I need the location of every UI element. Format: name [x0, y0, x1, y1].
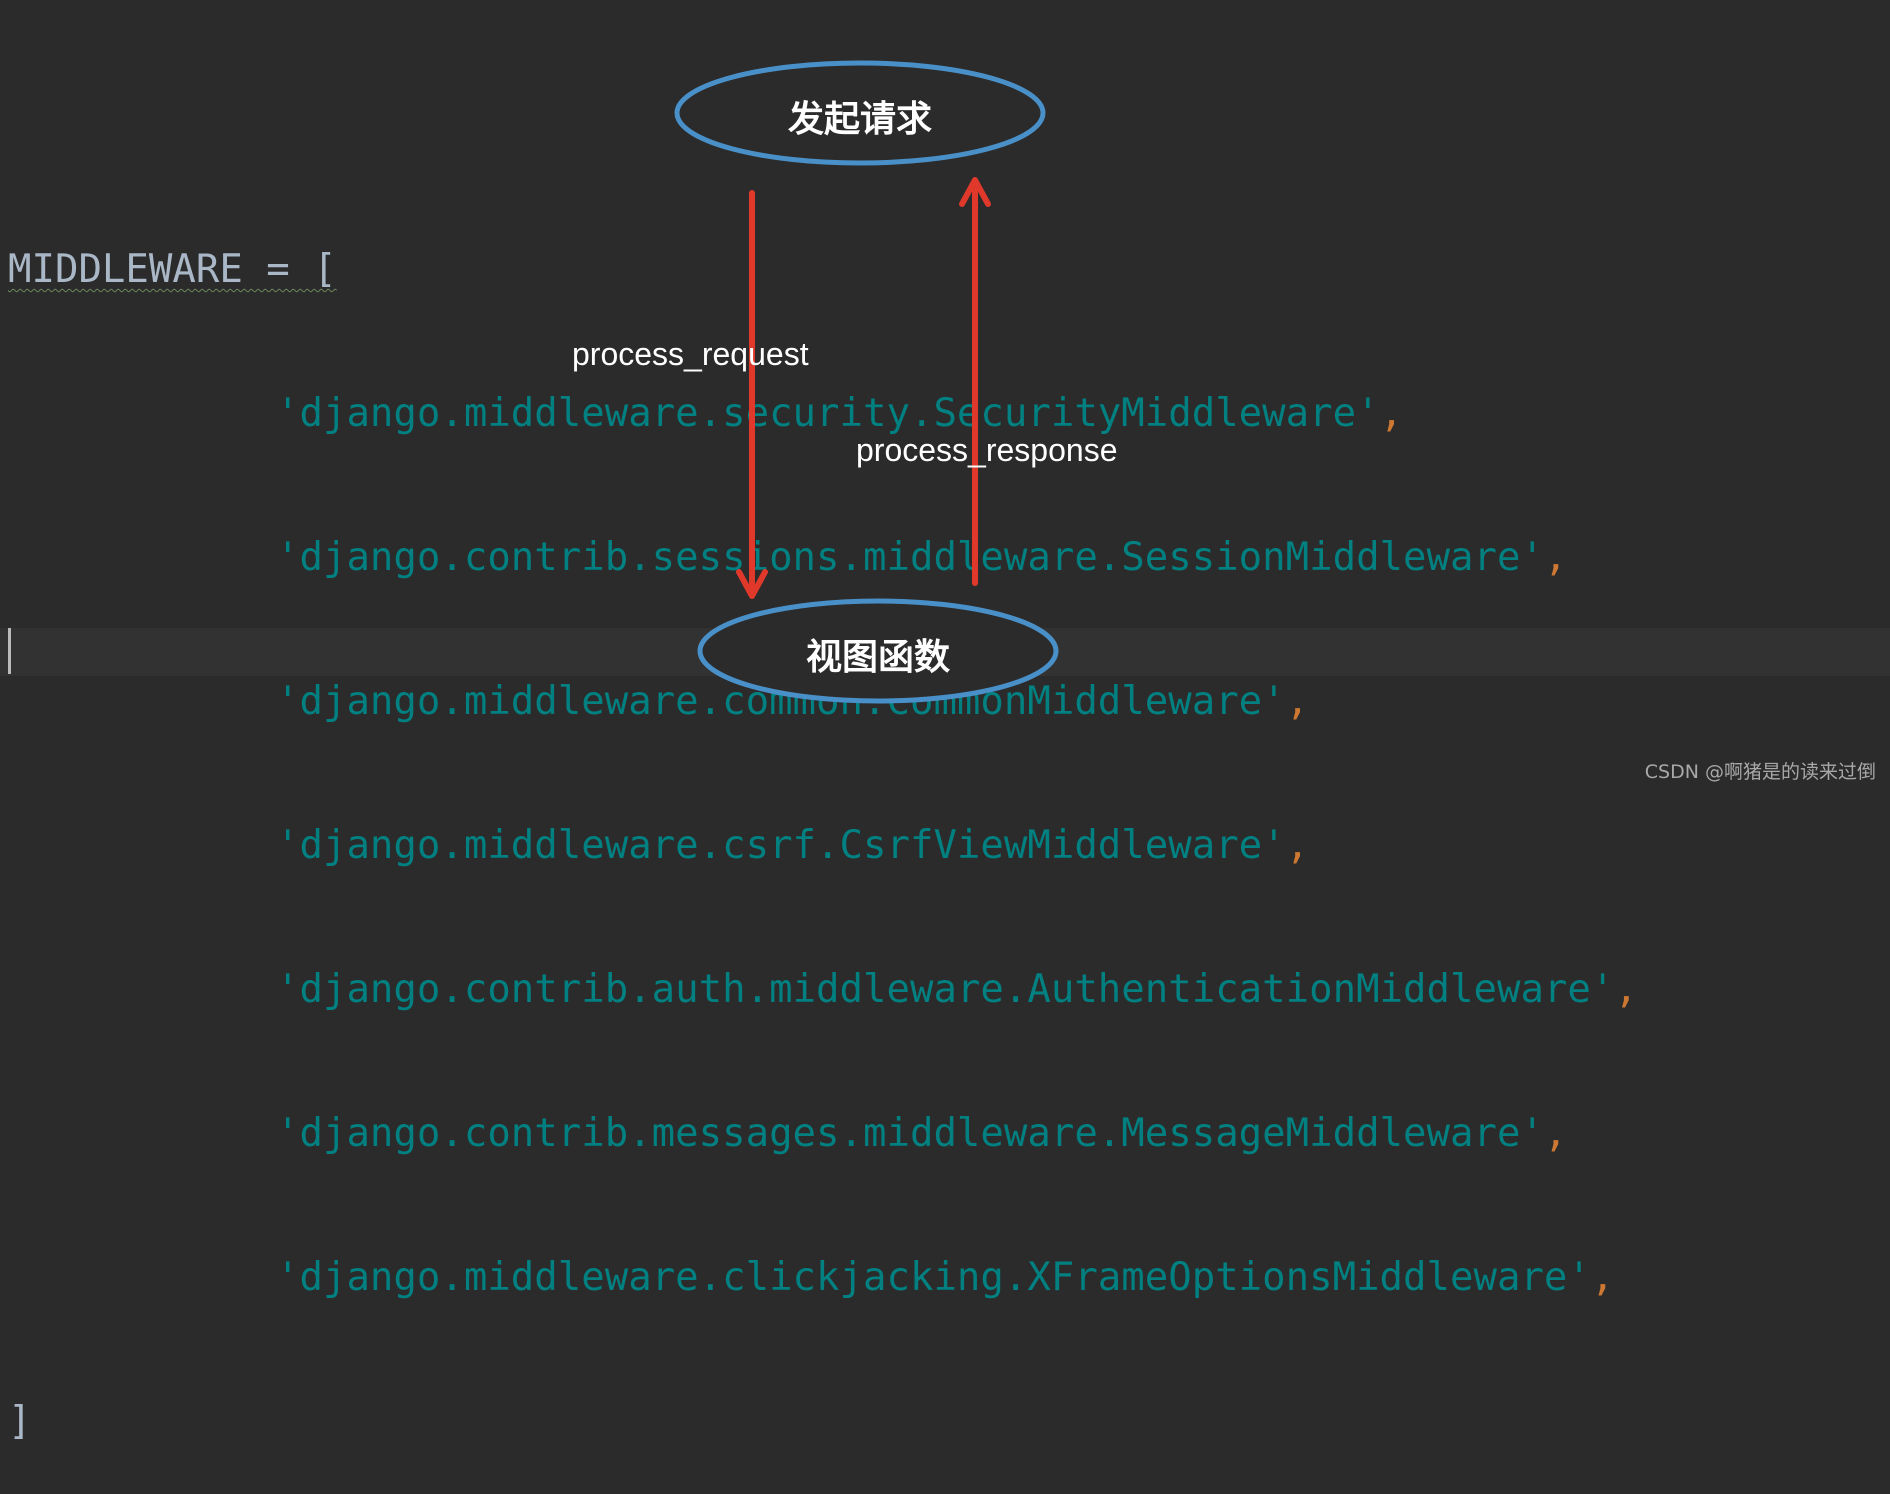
code-line-1: 'django.middleware.security.SecurityMidd…	[8, 390, 1638, 438]
middleware-string: 'django.contrib.messages.middleware.Mess…	[276, 1111, 1544, 1156]
middleware-string: 'django.contrib.auth.middleware.Authenti…	[276, 967, 1615, 1012]
code-line-7: 'django.middleware.clickjacking.XFrameOp…	[8, 1254, 1638, 1302]
view-function-ellipse	[697, 598, 1059, 704]
middleware-identifier: MIDDLEWARE = [	[8, 247, 337, 292]
process-request-label: process_request	[572, 336, 809, 372]
view-function-label: 视图函数	[805, 637, 950, 678]
middleware-string: 'django.middleware.security.SecurityMidd…	[276, 391, 1380, 436]
closing-bracket: ]	[8, 1399, 32, 1444]
code-line-4: 'django.middleware.csrf.CsrfViewMiddlewa…	[8, 822, 1638, 870]
comma: ,	[1379, 391, 1404, 436]
comma: ,	[1614, 967, 1638, 1012]
text-caret	[8, 628, 11, 674]
process-response-label: process_response	[856, 432, 1118, 468]
request-start-ellipse	[674, 60, 1046, 166]
flow-diagram	[674, 60, 1059, 704]
middleware-string: 'django.contrib.sessions.middleware.Sess…	[276, 535, 1544, 580]
comma: ,	[1543, 1111, 1568, 1156]
code-line-closing: ]	[8, 1398, 1638, 1446]
middleware-string: 'django.middleware.csrf.CsrfViewMiddlewa…	[276, 823, 1286, 868]
code-line-6: 'django.contrib.messages.middleware.Mess…	[8, 1110, 1638, 1158]
code-line-2: 'django.contrib.sessions.middleware.Sess…	[8, 534, 1638, 582]
response-up-arrow	[959, 177, 991, 586]
code-line-opening: MIDDLEWARE = [	[8, 246, 1638, 294]
middleware-string: 'django.middleware.clickjacking.XFrameOp…	[276, 1255, 1591, 1300]
watermark: CSDN @啊猪是的读来过倒	[1644, 761, 1876, 783]
comma: ,	[1285, 823, 1310, 868]
comma: ,	[1285, 679, 1310, 724]
comma: ,	[1590, 1255, 1615, 1300]
comma: ,	[1543, 535, 1568, 580]
request-start-label: 发起请求	[787, 99, 932, 140]
request-down-arrow	[736, 190, 768, 599]
code-line-5: 'django.contrib.auth.middleware.Authenti…	[8, 966, 1638, 1014]
